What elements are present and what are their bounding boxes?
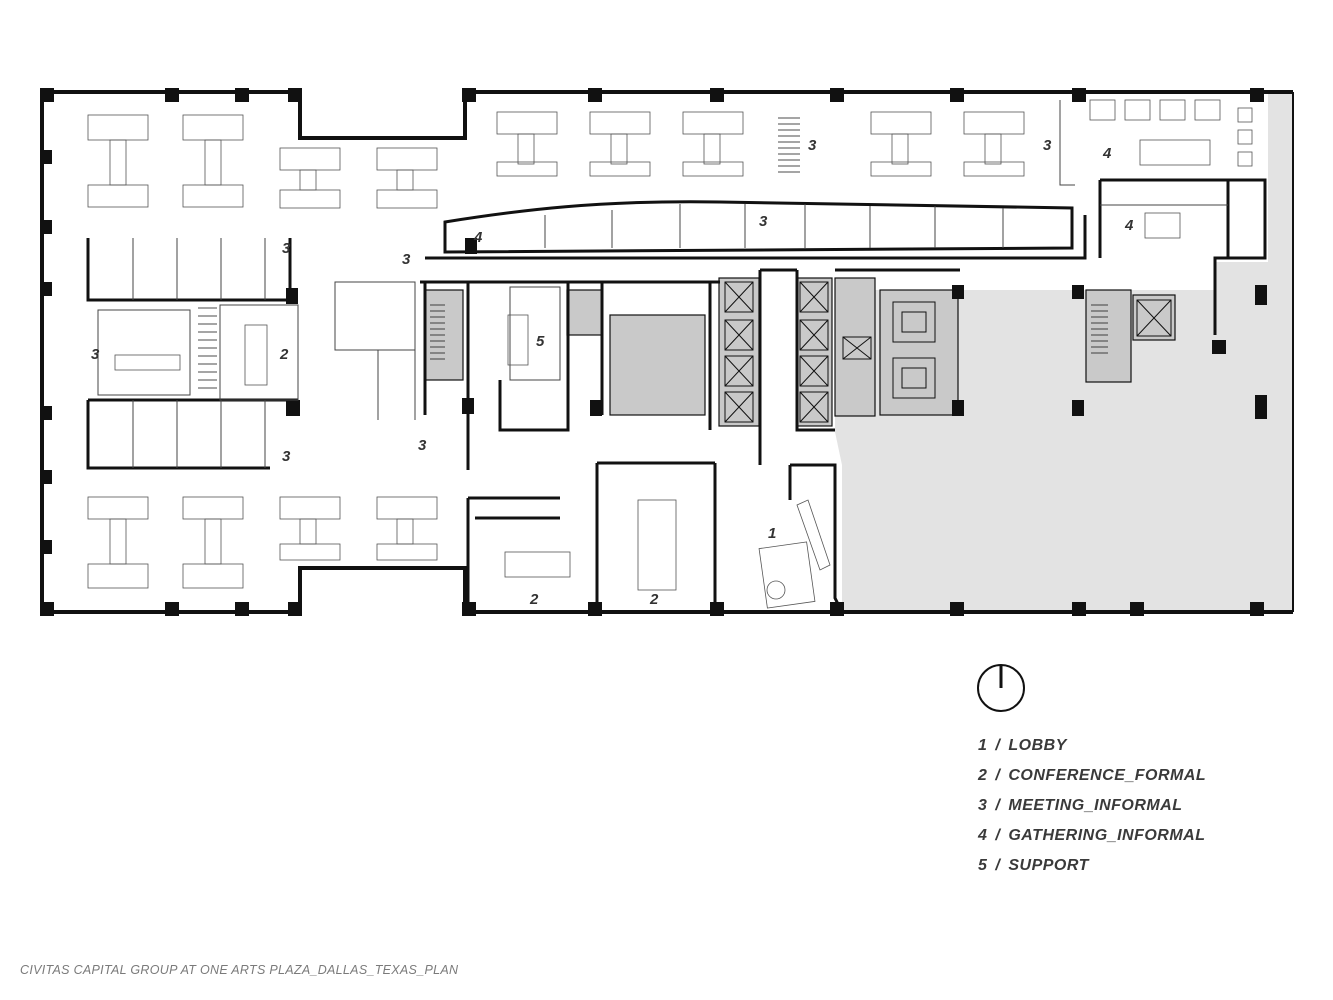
legend-item-meeting-informal: 3/MEETING_INFORMAL bbox=[978, 797, 1183, 814]
workstations bbox=[87, 99, 1253, 609]
legend-item-conference-formal: 2/CONFERENCE_FORMAL bbox=[978, 767, 1207, 784]
elevator-shafts bbox=[724, 281, 1172, 423]
room-label-conf-bottom-b: 2 bbox=[649, 591, 659, 608]
room-label-meet-mid-a: 3 bbox=[402, 251, 411, 268]
stairs bbox=[198, 117, 1108, 389]
room-label-gather-a: 4 bbox=[473, 229, 483, 246]
room-label-support: 5 bbox=[536, 333, 545, 350]
room-label-meet-west-a: 3 bbox=[91, 346, 100, 363]
room-label-gather-c: 4 bbox=[1124, 217, 1134, 234]
legend-item-gathering-informal: 4/GATHERING_INFORMAL bbox=[978, 827, 1206, 844]
plan-caption: CIVITAS CAPITAL GROUP AT ONE ARTS PLAZA_… bbox=[20, 963, 459, 977]
room-label-conf-bottom-a: 2 bbox=[529, 591, 539, 608]
partitions bbox=[97, 100, 1228, 468]
room-label-meet-north-b: 3 bbox=[759, 213, 768, 230]
room-labels: 1 2 2 2 3 3 3 3 3 3 3 3 4 4 4 5 bbox=[91, 137, 1134, 608]
room-label-meet-north-a: 3 bbox=[808, 137, 817, 154]
room-label-meet-mid-b: 3 bbox=[418, 437, 427, 454]
legend-item-lobby: 1/LOBBY bbox=[978, 737, 1067, 754]
room-label-meet-west-c: 3 bbox=[282, 448, 291, 465]
room-label-meet-north-c: 3 bbox=[1043, 137, 1052, 154]
room-label-conf-left: 2 bbox=[279, 346, 289, 363]
room-label-lobby: 1 bbox=[768, 525, 776, 542]
interior-walls bbox=[86, 178, 1267, 613]
room-label-gather-b: 4 bbox=[1102, 145, 1112, 162]
unfinished-area bbox=[835, 92, 1293, 612]
legend-item-support: 5/SUPPORT bbox=[978, 857, 1089, 874]
room-label-meet-west-b: 3 bbox=[282, 240, 291, 257]
legend: 1/LOBBY 2/CONFERENCE_FORMAL 3/MEETING_IN… bbox=[978, 735, 1206, 885]
north-arrow-icon bbox=[977, 664, 1025, 712]
